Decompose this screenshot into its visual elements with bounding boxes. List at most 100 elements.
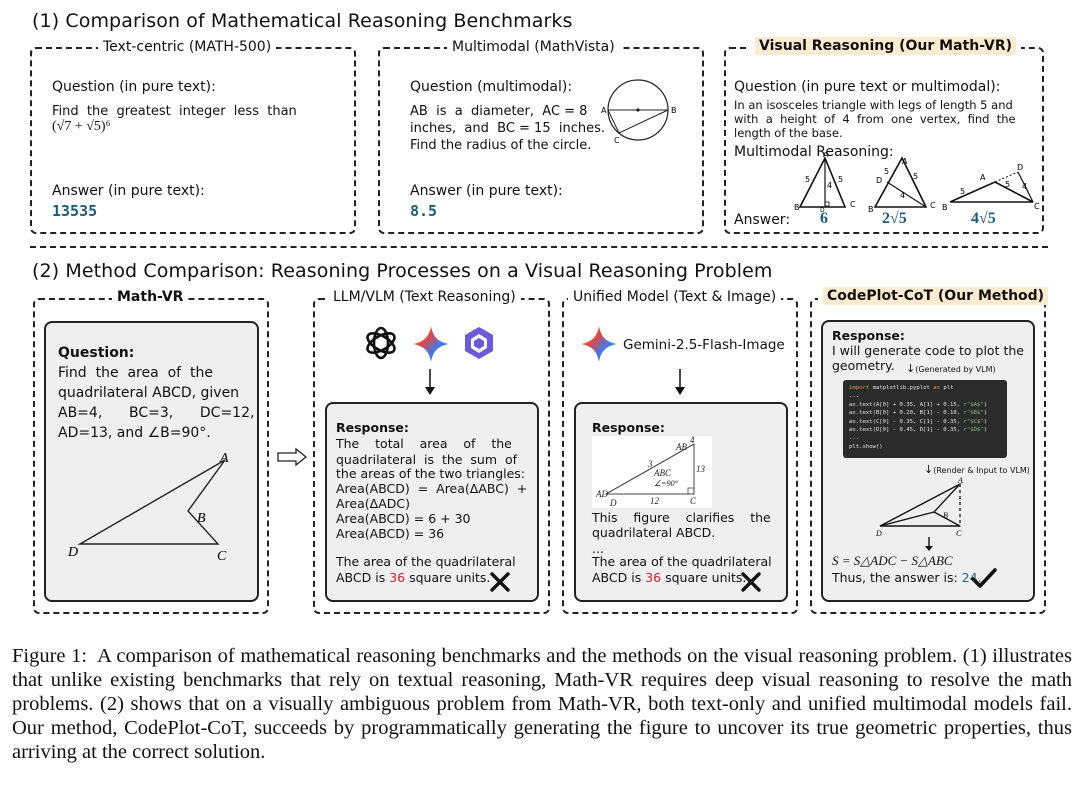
quad-figure: A B C D <box>67 451 229 564</box>
small-down-arrow-icon-2: ↓ <box>924 463 934 476</box>
text-centric-label: Text-centric (MATH-500) <box>98 39 277 55</box>
vr-answer-3: 4√5 <box>971 210 996 227</box>
code-block: import matplotlib.pyplot as plt...ax.tex… <box>843 380 1007 458</box>
svg-text:12: 12 <box>650 496 660 506</box>
unified-line-1: This figure clarifies the <box>592 510 771 525</box>
render-note: ↓(Render & Input to VLM) <box>924 463 1030 476</box>
llm-line-2: quadrilateral is the sum of <box>336 452 518 467</box>
codeplot-formula: S = S△ADC − S△ABC <box>832 553 953 568</box>
render-note-text: (Render & Input to VLM) <box>933 466 1030 475</box>
unified-final-num: 36 <box>645 570 662 585</box>
gen-note: ↓(Generated by VLM) <box>906 362 996 375</box>
svg-text:D: D <box>875 529 882 538</box>
svg-text:4: 4 <box>900 191 905 200</box>
svg-text:5: 5 <box>1005 180 1010 189</box>
mathvr-q-4: AD=13, and ∠B=90°. <box>58 425 211 441</box>
svg-text:5: 5 <box>913 172 918 181</box>
vr-mm-label: Multimodal Reasoning: <box>734 144 894 160</box>
svg-text:B: B <box>794 203 800 212</box>
llm-final-num: 36 <box>389 570 406 585</box>
svg-text:∠=90°: ∠=90° <box>654 479 679 488</box>
circle-figure: A B C <box>601 79 677 145</box>
down-arrow-icon-unified <box>675 369 685 395</box>
section-divider <box>30 246 1048 248</box>
llm-line-7: Area(ABCD) = 36 <box>336 526 445 541</box>
codeplot-panel <box>821 320 1035 602</box>
tc-answer-label: Answer (in pure text): <box>52 183 205 199</box>
svg-text:D: D <box>876 176 882 185</box>
svg-text:5: 5 <box>838 175 843 184</box>
svg-text:13: 13 <box>696 464 706 474</box>
unified-final: ABCD is 36 square units. <box>592 570 746 585</box>
gemini-icon <box>413 326 449 362</box>
svg-text:A: A <box>957 476 963 485</box>
mathvr-question-label: Question: <box>58 345 135 361</box>
mathvr-q-3: AB=4, BC=3, DC=12, <box>58 405 255 421</box>
wrong-icon-unified <box>741 572 761 592</box>
small-down-arrow-icon-1: ↓ <box>906 362 916 375</box>
llm-resp-label: Response: <box>336 420 409 435</box>
codeplot-resp-label: Response: <box>832 328 905 343</box>
svg-text:4: 4 <box>827 181 832 190</box>
mathvr-q-1: Find the area of the <box>58 365 213 381</box>
unified-model-name: Gemini-2.5-Flash-Image <box>623 337 785 353</box>
gemini-image-icon <box>581 326 617 362</box>
mm-q-line2: inches, and BC = 15 inches. <box>410 121 605 136</box>
codeplot-label-text: CodePlot-CoT (Our Method) <box>823 287 1049 305</box>
llm-line-1: The total area of the <box>336 436 512 451</box>
check-icon <box>971 568 997 588</box>
llm-label: LLM/VLM (Text Reasoning) <box>328 289 521 305</box>
svg-text:C: C <box>690 496 697 506</box>
vr-answer-label: Answer: <box>734 212 791 228</box>
mm-question-label: Question (multimodal): <box>410 79 573 95</box>
right-arrow-icon <box>277 447 308 467</box>
tc-answer: 13535 <box>52 202 98 220</box>
wrong-icon-llm <box>490 572 510 592</box>
multimodal-label: Multimodal (MathVista) <box>447 39 620 55</box>
unified-line-2: quadrilateral ABCD. <box>592 525 716 540</box>
down-arrow-icon-llm <box>425 369 435 395</box>
llm-final-b: square units. <box>405 570 491 585</box>
visual-label: Visual Reasoning (Our Math-VR) <box>750 37 1021 55</box>
svg-text:C: C <box>930 201 936 210</box>
center-point <box>636 108 640 112</box>
chord-ac <box>607 109 620 134</box>
svg-text:B: B <box>943 511 948 520</box>
vr-answer-2: 2√5 <box>882 210 907 227</box>
code-line-7: ... <box>849 435 860 442</box>
svg-text:A: A <box>902 157 908 166</box>
caption-text: A comparison of mathematical reasoning b… <box>12 645 1073 763</box>
unified-label: Unified Model (Text & Image) <box>568 289 782 305</box>
codeplot-figure: A B C D <box>875 476 963 538</box>
vr-question-label: Question (in pure text or multimodal): <box>734 79 1001 95</box>
svg-text:D: D <box>609 498 617 508</box>
svg-text:A: A <box>980 173 986 182</box>
unified-final-a: ABCD is <box>592 570 646 585</box>
code-line-2: ... <box>849 393 860 400</box>
qwen-icon <box>465 327 493 359</box>
tc-question-expr: (√7 + √5)⁶ <box>52 119 111 134</box>
codeplot-answer: Thus, the answer is: 24. <box>832 570 982 585</box>
svg-text:4: 4 <box>1022 182 1027 191</box>
caption-label: Figure 1: <box>12 645 88 667</box>
mm-q-line1: AB is a diameter, AC = 8 <box>410 104 588 119</box>
svg-text:5: 5 <box>960 187 965 196</box>
llm-line-4: Area(ABCD) = Area(ΔABC) + <box>336 481 528 496</box>
visual-label-text: Visual Reasoning (Our Math-VR) <box>755 37 1016 55</box>
svg-text:C: C <box>1034 202 1040 211</box>
svg-text:D: D <box>1017 163 1023 172</box>
tc-question: Find the greatest integer less than <box>52 104 297 119</box>
code-line-5: ax.text(C[0] - 0.35, C[1] - 0.35, r"$C$"… <box>849 418 988 425</box>
svg-text:5: 5 <box>884 167 889 176</box>
code-line-6: ax.text(D[0] - 0.45, D[1] - 0.35, r"$D$"… <box>849 427 988 434</box>
codeplot-label: CodePlot-CoT (Our Method) <box>818 287 1054 305</box>
section2-title: (2) Method Comparison: Reasoning Process… <box>32 260 773 282</box>
mathvr-label: Math-VR <box>112 289 189 305</box>
codeplot-answer-pre: Thus, the answer is: <box>832 570 962 585</box>
codeplot-line-1: I will generate code to plot the <box>832 343 1024 358</box>
openai-icon <box>366 326 396 360</box>
code-line-1: import matplotlib.pyplot as plt <box>849 385 954 391</box>
llm-line-5: Area(ΔADC) <box>336 496 410 511</box>
unified-final-b: square units. <box>661 570 747 585</box>
llm-final-pre: The area of the quadrilateral <box>336 554 516 569</box>
